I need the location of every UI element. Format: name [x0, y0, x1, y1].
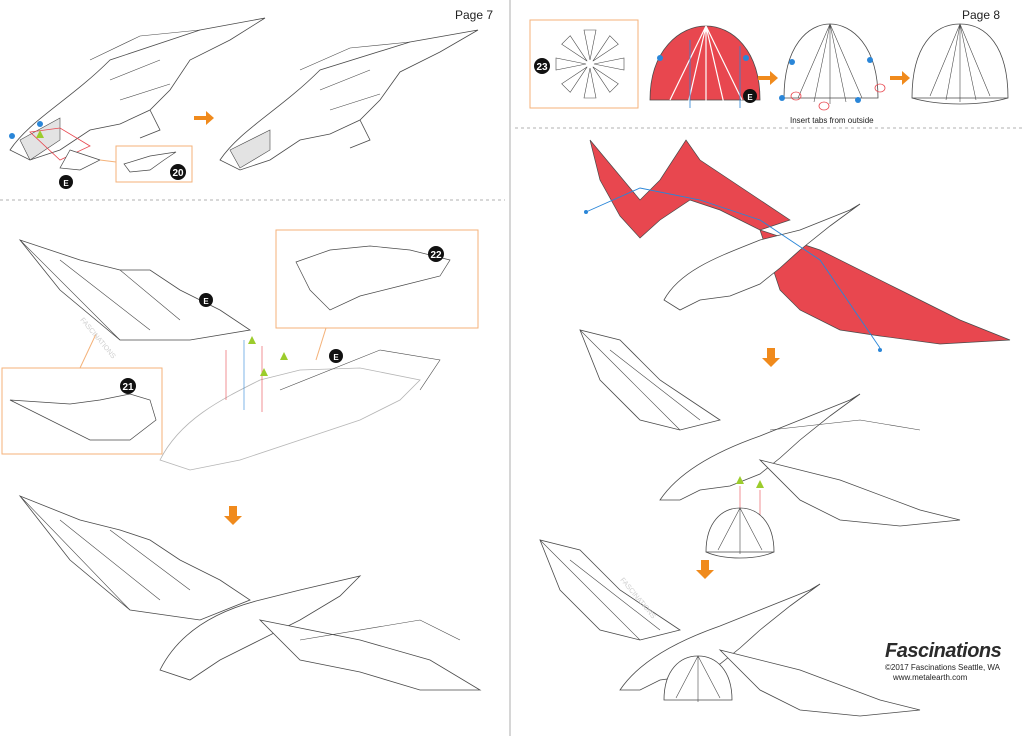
tool-marker-e: [199, 293, 213, 307]
brand-copyright: ©2017 Fascinations Seattle, WA: [885, 663, 1000, 672]
svg-text:E: E: [747, 93, 753, 102]
brand-block: Fascinations ©2017 Fascinations Seattle,…: [885, 640, 1024, 683]
page-number-right: Page 8: [962, 8, 1001, 22]
tool-marker-e: [743, 89, 757, 103]
part-21-frame: [1, 367, 163, 455]
step-wings-attach: [18, 239, 441, 471]
part-20-badge: [170, 164, 186, 180]
part-22-frame: [275, 229, 479, 329]
svg-text:21: 21: [122, 382, 134, 393]
step-wings-result: [18, 495, 482, 691]
step-head-after: [219, 29, 479, 171]
dragon-red-wings: [584, 139, 1011, 352]
svg-text:E: E: [333, 353, 339, 362]
arrow-right-icon: [758, 71, 778, 85]
tool-marker-e: [59, 175, 73, 189]
part-23-badge: [534, 58, 550, 74]
svg-text:23: 23: [536, 62, 548, 73]
arrow-down-icon: [224, 506, 242, 525]
dome-finished: [911, 23, 1009, 105]
svg-text:E: E: [63, 179, 69, 188]
arrow-down-icon: [696, 560, 714, 579]
arrow-right-icon: [194, 111, 214, 125]
step-head-before: [9, 17, 266, 171]
dragon-attach-dome: [579, 329, 961, 559]
svg-text:22: 22: [430, 250, 442, 261]
brand-logo: Fascinations: [885, 640, 1002, 662]
dragon-final: [539, 539, 921, 717]
part-21-badge: [120, 378, 136, 394]
dome-red: [649, 25, 761, 108]
tool-marker-e: [329, 349, 343, 363]
part-23-star: [555, 29, 625, 99]
part-22-badge: [428, 246, 444, 262]
arrow-right-icon: [890, 71, 910, 85]
brand-url: www.metalearth.com: [893, 673, 968, 682]
insert-tabs-instruction: Insert tabs from outside: [790, 116, 874, 125]
svg-text:E: E: [203, 297, 209, 306]
part-20-frame: [115, 145, 193, 183]
page-number-left: Page 7: [455, 8, 494, 22]
svg-text:20: 20: [172, 168, 184, 179]
arrow-down-icon: [762, 348, 780, 367]
dome-outline-tabs: [779, 23, 886, 111]
part-23-frame: [529, 19, 639, 109]
